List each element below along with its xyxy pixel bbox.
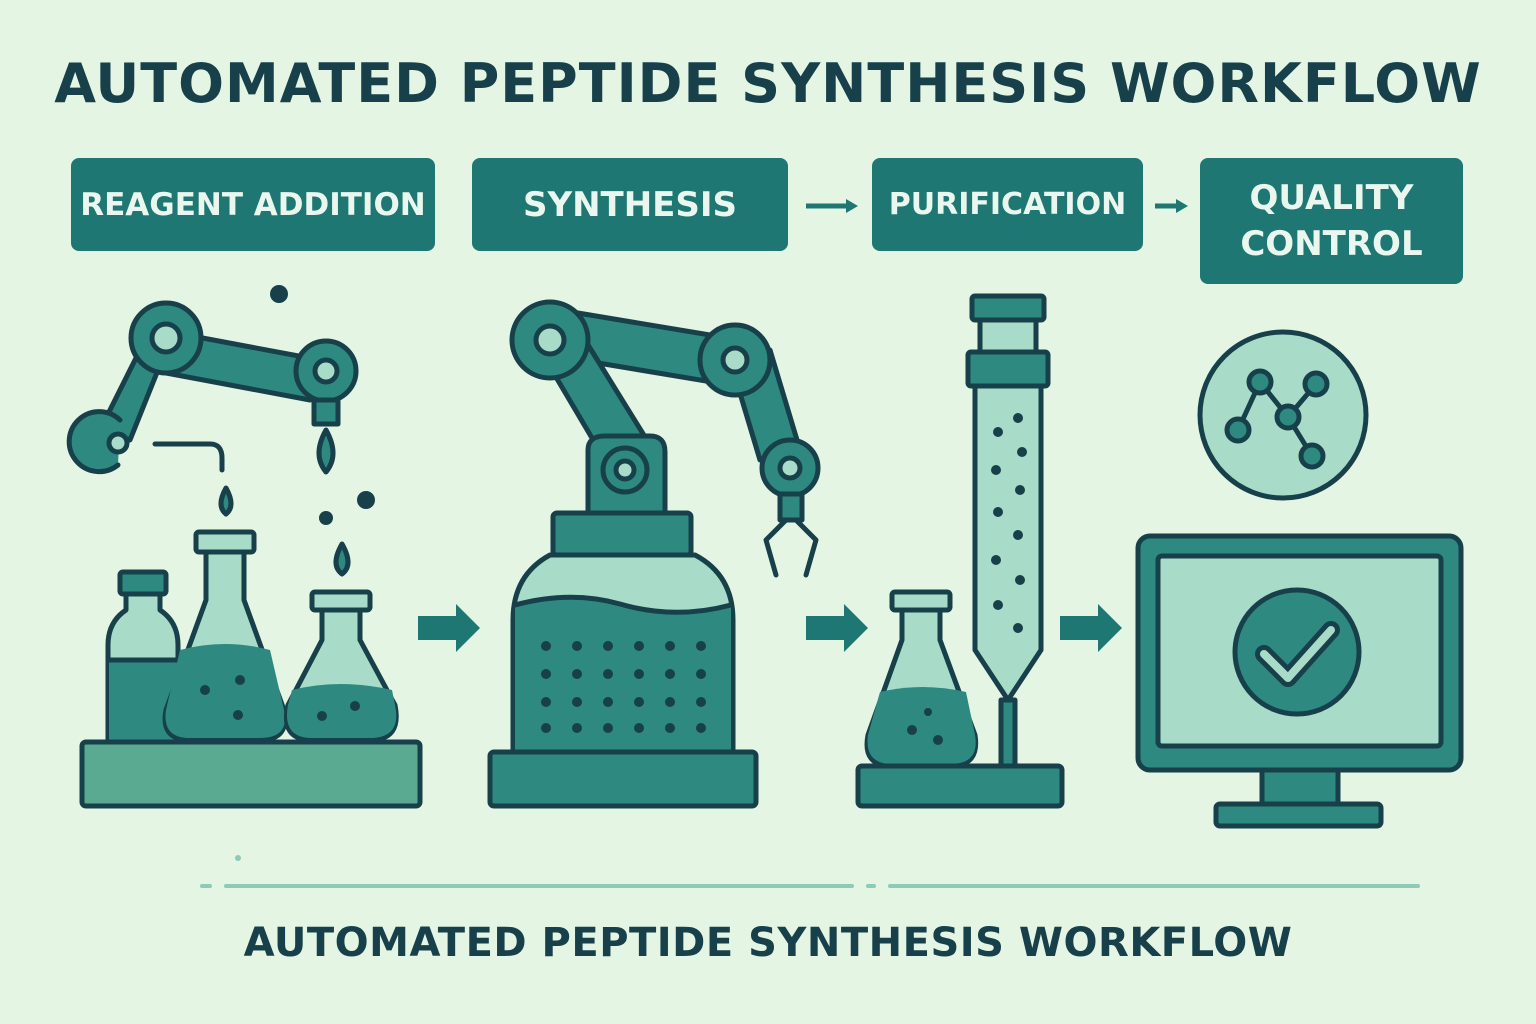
bottle-icon	[105, 569, 181, 743]
gripper-arm-icon	[509, 299, 821, 578]
flow-arrow-1	[418, 604, 480, 652]
header-arrow-1	[806, 199, 858, 213]
flask-icon	[864, 589, 979, 769]
header-arrow-2	[1155, 199, 1188, 213]
step-reagent-addition: REAGENT ADDITION	[71, 158, 435, 251]
reactor-beads	[541, 641, 706, 733]
step-quality-control-label: QUALITY CONTROL	[1240, 178, 1423, 264]
footer-title: AUTOMATED PEPTIDE SYNTHESIS WORKFLOW	[243, 920, 1293, 966]
reagent-tray	[79, 739, 423, 809]
footer-divider	[200, 855, 1420, 888]
step-quality-control: QUALITY CONTROL	[1200, 158, 1463, 284]
flask-icon	[284, 589, 399, 743]
flow-arrow-2	[806, 604, 868, 652]
step-purification: PURIFICATION	[872, 158, 1143, 251]
column-stand-base	[855, 763, 1065, 809]
step-synthesis: SYNTHESIS	[472, 158, 788, 251]
molecule-icon	[1197, 329, 1369, 501]
flask-icon	[162, 529, 288, 743]
chromatography-column-icon	[965, 293, 1051, 769]
flow-arrow-3	[1060, 604, 1122, 652]
robotic-arm-pipette-icon	[66, 285, 375, 577]
synthesizer-reactor-icon	[487, 510, 759, 809]
monitor-check-icon	[1135, 533, 1464, 829]
page-title: AUTOMATED PEPTIDE SYNTHESIS WORKFLOW	[54, 52, 1482, 115]
